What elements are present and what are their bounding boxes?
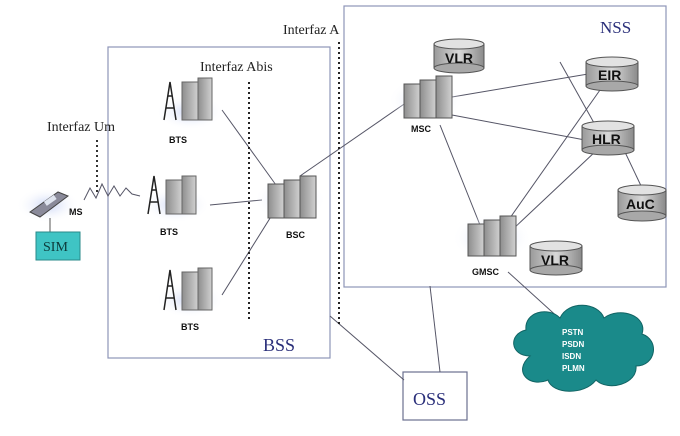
bts-1: BTS <box>156 77 224 145</box>
vlr-bottom-label: VLR <box>541 252 569 268</box>
nss-region <box>343 5 667 288</box>
oss-region <box>402 371 468 421</box>
bsc: BSC <box>254 175 326 240</box>
bts-2-label: BTS <box>160 227 178 237</box>
auc-database: AuC <box>617 184 667 222</box>
vlr-bottom-database: VLR <box>529 240 583 276</box>
network-psdn: PSDN <box>562 340 584 349</box>
bts-2: BTS <box>142 175 210 237</box>
network-pstn: PSTN <box>562 328 584 337</box>
eir-label: EIR <box>598 67 621 83</box>
bss-label: BSS <box>263 335 295 355</box>
interface-um-label: Interfaz Um <box>47 120 115 135</box>
vlr-top-database: VLR <box>433 38 485 74</box>
bsc-label: BSC <box>286 230 306 240</box>
msc-label: MSC <box>411 124 432 134</box>
bts-3: BTS <box>156 267 224 332</box>
gmsc-label: GMSC <box>472 267 500 277</box>
network-isdn: ISDN <box>562 352 581 361</box>
eir-database: EIR <box>585 56 639 92</box>
network-plmn: PLMN <box>562 364 585 373</box>
sim-label: SIM <box>43 240 68 255</box>
auc-label: AuC <box>626 196 655 212</box>
bts-1-label: BTS <box>169 135 187 145</box>
hlr-label: HLR <box>592 131 621 147</box>
oss-label: OSS <box>413 389 446 409</box>
nss-label: NSS <box>600 18 631 37</box>
bts-3-label: BTS <box>181 322 199 332</box>
msc: MSC <box>388 75 464 134</box>
connection-lines <box>83 61 644 381</box>
external-networks-cloud: PSTN PSDN ISDN PLMN <box>513 304 654 392</box>
bss-region <box>107 46 331 359</box>
interface-a-label: Interfaz A <box>283 23 340 38</box>
interface-abis-label: Interfaz Abis <box>200 60 273 75</box>
vlr-top-label: VLR <box>445 50 473 66</box>
ms-label: MS <box>69 207 83 217</box>
hlr-database: HLR <box>581 120 635 156</box>
mobile-station: MS <box>16 187 83 223</box>
sim-box <box>35 231 81 261</box>
gmsc: GMSC <box>452 214 532 277</box>
